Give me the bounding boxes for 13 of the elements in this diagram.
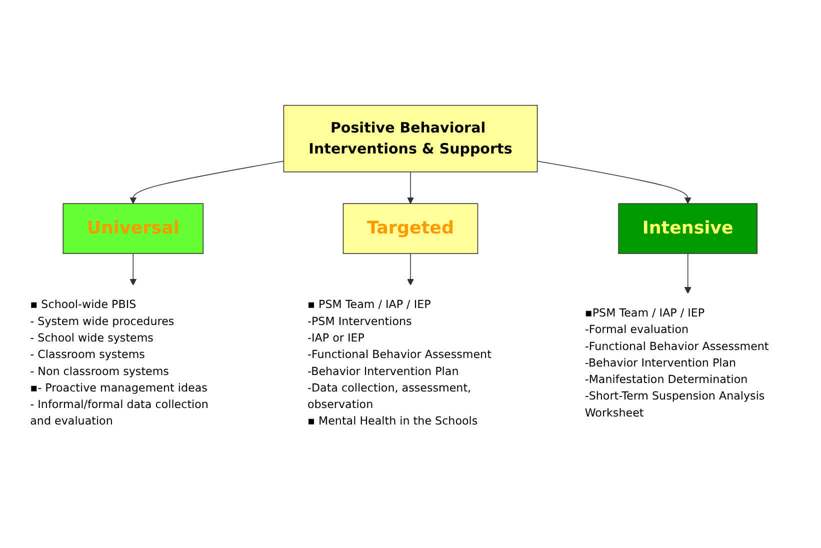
node-box: Universal [62, 203, 204, 254]
node-text: ▪ PSM Team / IAP / IEP -PSM Interventions -IAP or IEP -Functional Behavior Assessment -Behavior Intervention Plan -Data collection, assessment, observation ▪ Mental Health in the Schools [307, 298, 492, 428]
arrow [536, 160, 692, 204]
arrow [684, 253, 692, 294]
node-box: Positive Behavioral Interventions & Supports [283, 105, 538, 173]
arrow [130, 253, 137, 286]
arrow [407, 172, 414, 204]
arrow [130, 160, 284, 204]
node-box: Targeted [342, 203, 478, 254]
arrow [407, 253, 414, 286]
node-box: Intensive [618, 203, 758, 254]
node-text: ▪ School-wide PBIS - System wide procedures - School wide systems - Classroom systems - Non classroom systems ▪- Proactive management ideas - Informal/formal data collection and evaluation [30, 298, 208, 428]
node-text: ▪PSM Team / IAP / IEP -Formal evaluation -Functional Behavior Assessment -Behavior Intervention Plan -Manifestation Determination -Short-Term Suspension Analysis Worksheet [584, 307, 769, 420]
